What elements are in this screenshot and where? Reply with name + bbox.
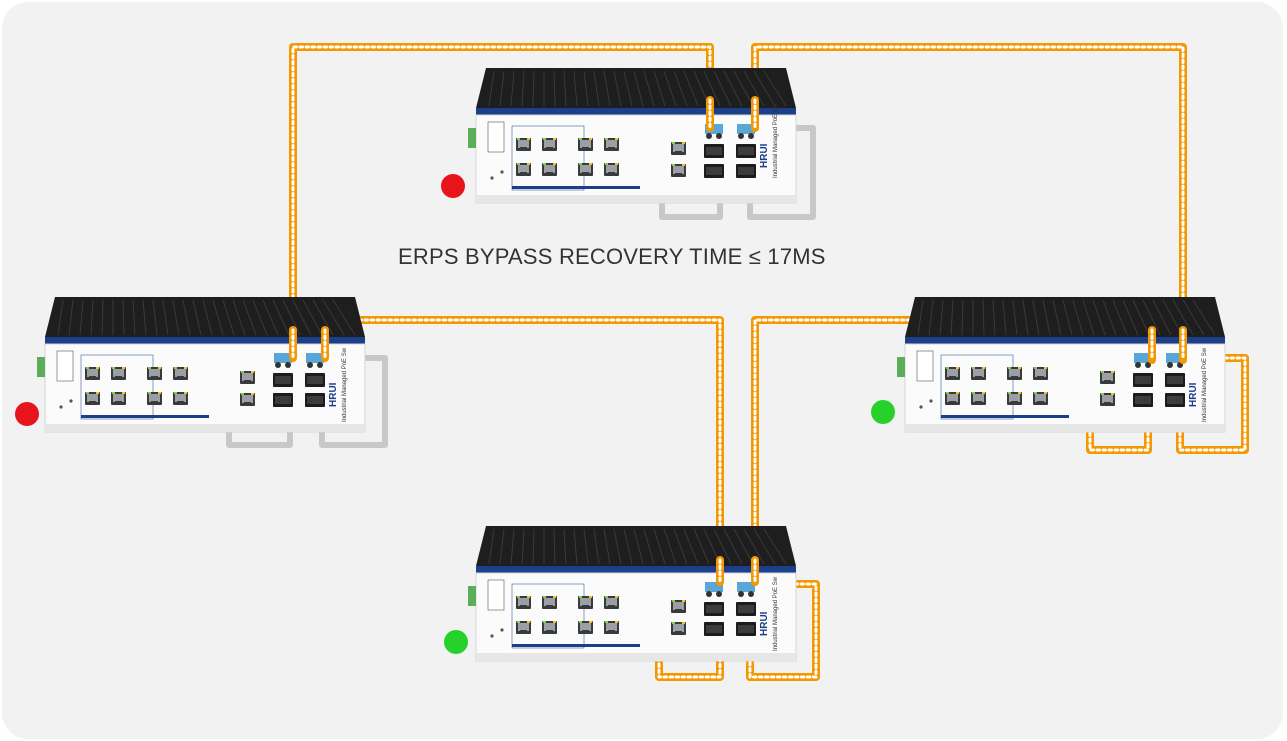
switch-bottom: Industrial Managed PoE Sw HRUI — [468, 526, 796, 661]
switch-model-label: Industrial Managed PoE Sw — [773, 103, 779, 178]
status-ok-indicator-bottom — [444, 630, 468, 654]
brand-logo: HRUI — [759, 143, 770, 168]
switch-model-label: Industrial Managed PoE Sw — [342, 347, 348, 422]
switch-top: Industrial Managed PoE Sw HRUI — [468, 68, 796, 203]
diagram-caption: ERPS BYPASS RECOVERY TIME ≤ 17MS — [398, 244, 826, 269]
switch-right: Industrial Managed PoE Sw HRUI — [897, 297, 1225, 432]
status-fault-indicator-top — [441, 174, 465, 198]
brand-logo: HRUI — [1188, 382, 1199, 407]
status-ok-indicator-right — [871, 400, 895, 424]
switch-model-label: Industrial Managed PoE Sw — [1202, 347, 1208, 422]
status-fault-indicator-left — [15, 402, 39, 426]
brand-logo: HRUI — [759, 611, 770, 636]
switch-model-label: Industrial Managed PoE Sw — [773, 576, 779, 651]
switch-left: Industrial Managed PoE Sw HRUI — [37, 297, 365, 432]
brand-logo: HRUI — [328, 382, 339, 407]
active-link-stubs — [289, 96, 1187, 586]
